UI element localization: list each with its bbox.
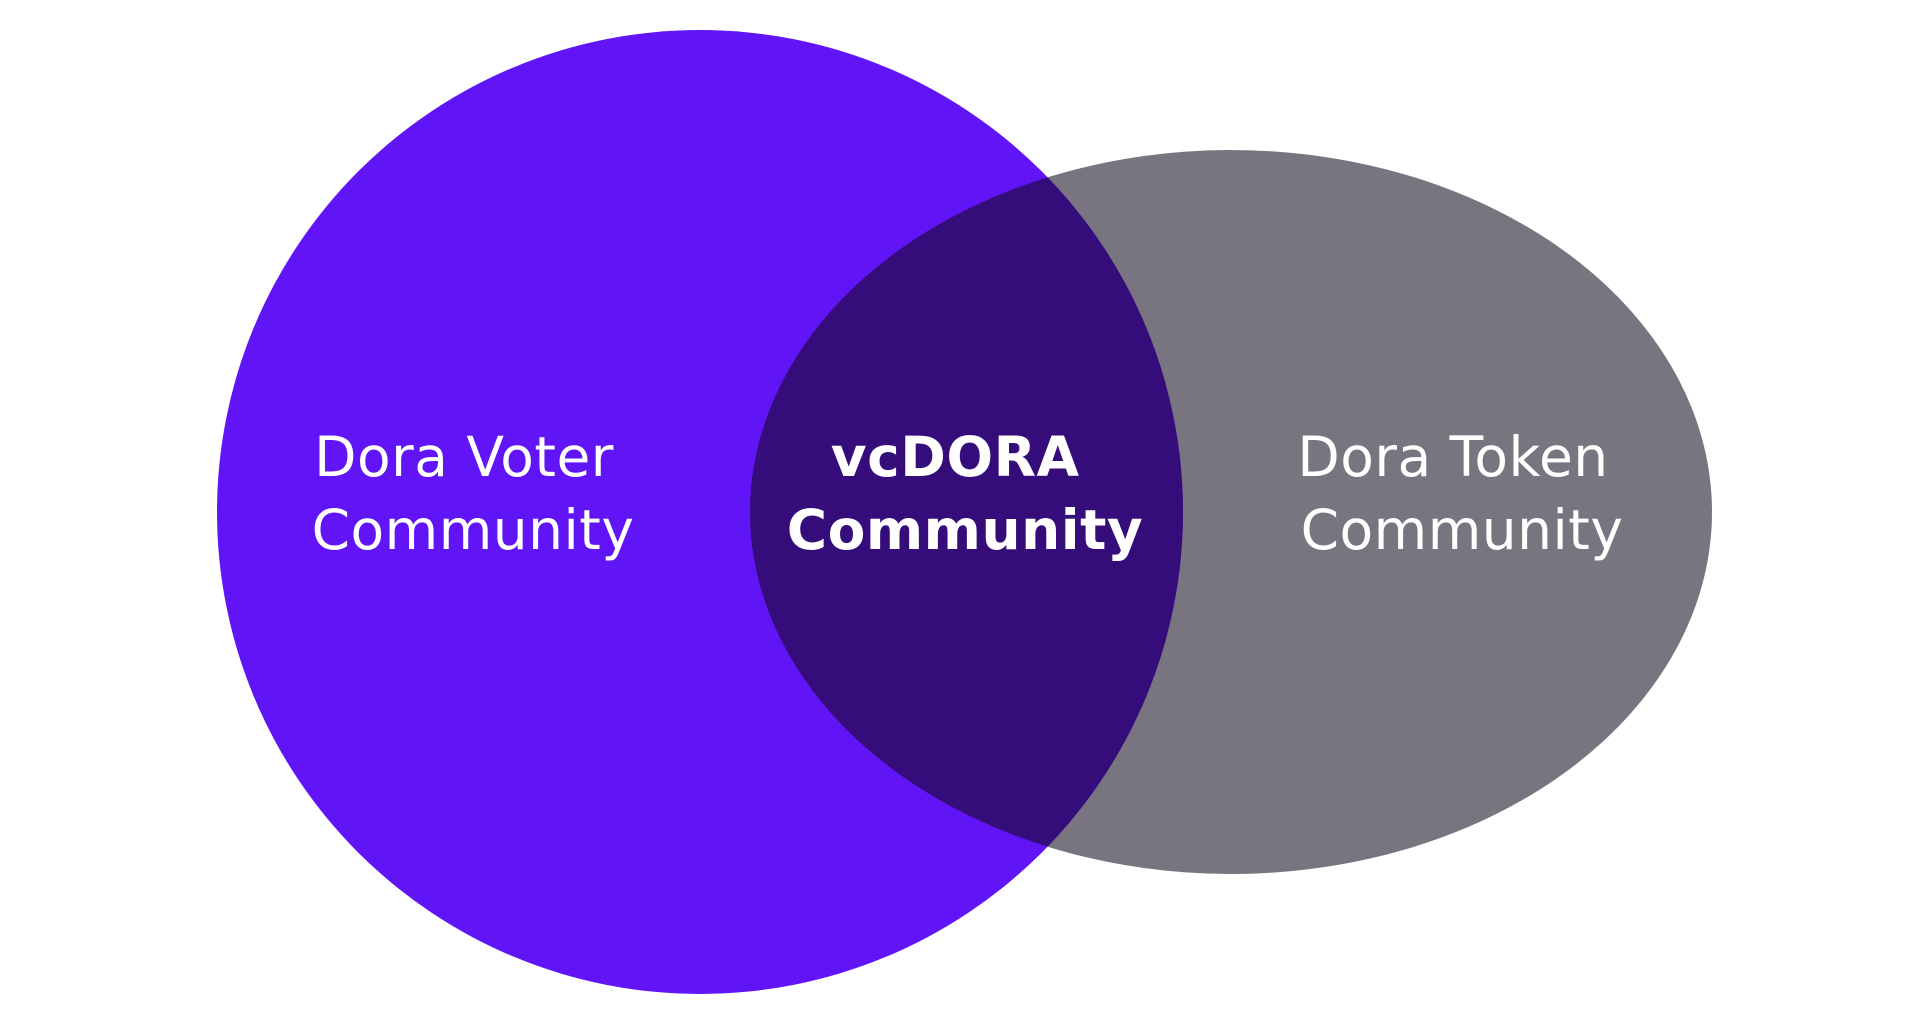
voter-community-label: Dora Voter Community (312, 425, 635, 562)
token-label-line-1: Dora Token (1297, 425, 1608, 489)
vcdora-label-line-2: Community (787, 498, 1144, 562)
vcdora-community-label: vcDORA Community (787, 425, 1144, 562)
token-label-line-2: Community (1301, 498, 1624, 562)
vcdora-label-line-1: vcDORA (831, 425, 1080, 489)
voter-label-line-1: Dora Voter (314, 425, 614, 489)
token-community-label: Dora Token Community (1297, 425, 1626, 562)
intersection-region (750, 150, 1183, 874)
voter-label-line-2: Community (312, 498, 635, 562)
